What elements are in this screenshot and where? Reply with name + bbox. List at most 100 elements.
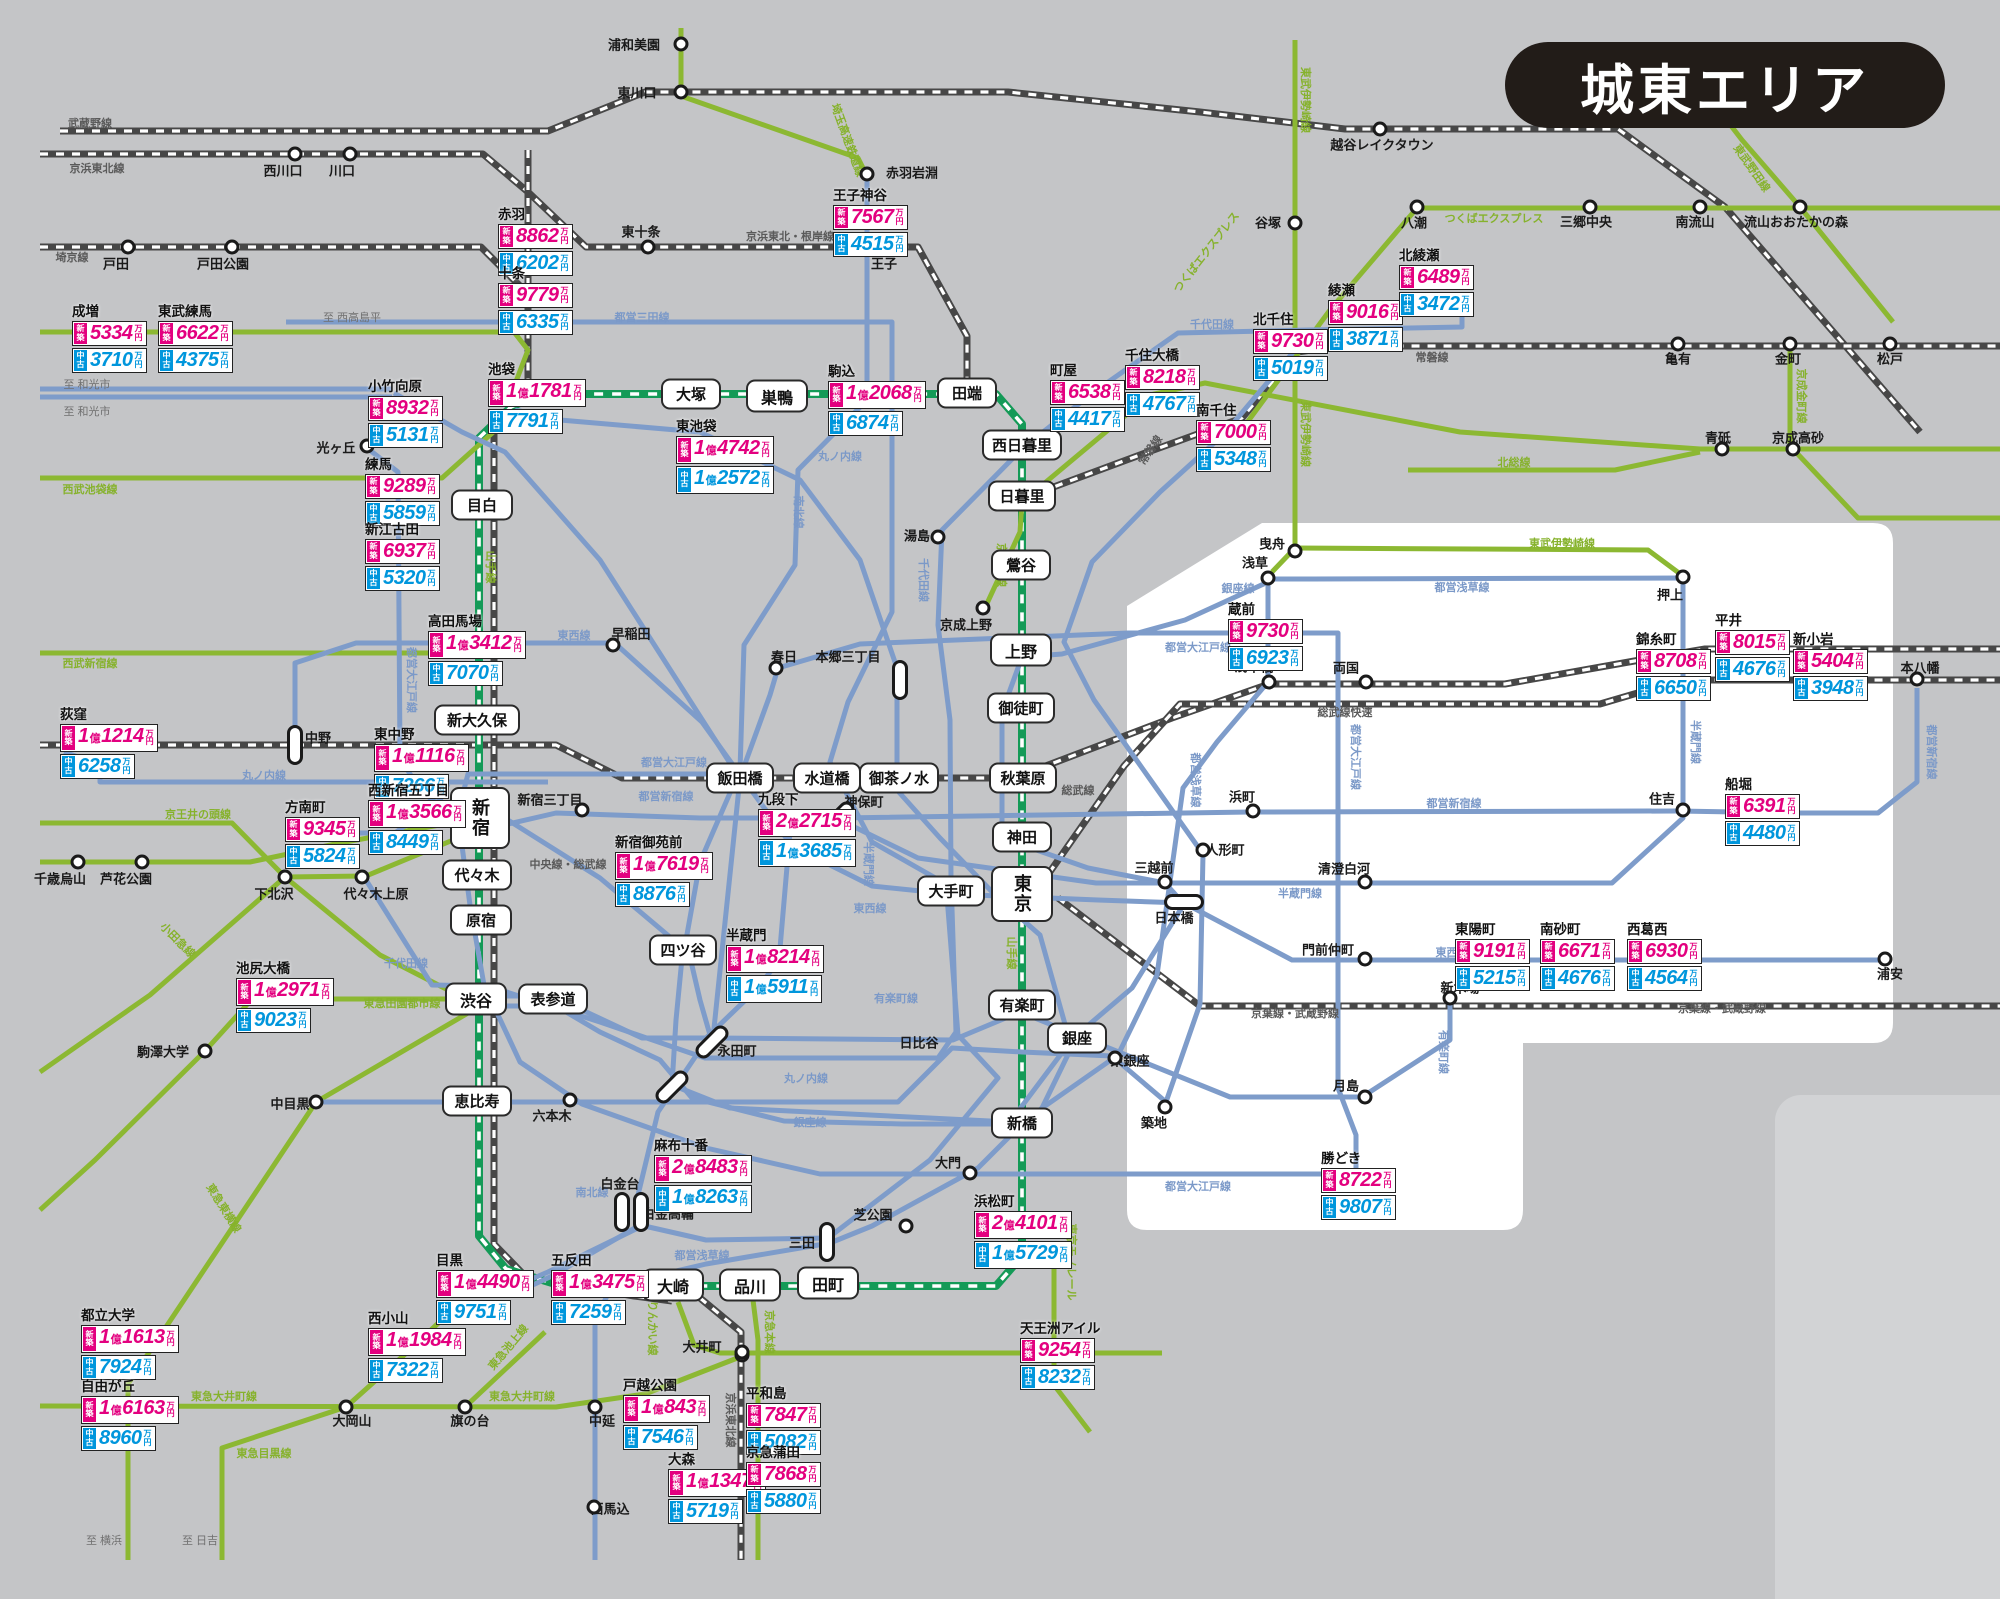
station-circle [1409, 199, 1425, 215]
station-name: 勝どき [1321, 1151, 1362, 1166]
condition-tag: 新築 [625, 1397, 638, 1421]
price-unit: 万円 [1777, 660, 1786, 678]
condition-tag: 中古 [370, 1360, 383, 1381]
price-used: 4767 [1143, 393, 1186, 415]
condition-tag: 中古 [670, 1501, 683, 1522]
line-name-label: 都営浅草線 [1434, 582, 1490, 594]
line-name-label: 京葉線・武蔵野線 [1678, 1003, 1766, 1015]
station-circle [768, 660, 784, 676]
price-unit: 万円 [456, 748, 465, 766]
station-circle [457, 1399, 473, 1415]
price-unit: 万円 [560, 227, 569, 245]
condition-tag: 新築 [748, 1405, 761, 1426]
price-unit: 万円 [498, 1303, 507, 1321]
condition-tag: 新築 [1127, 367, 1140, 388]
price-unit: 万円 [430, 399, 439, 417]
price-unit: 万円 [1112, 410, 1121, 428]
price-used: 4417 [1068, 408, 1111, 430]
price-new: 6622 [176, 322, 219, 344]
price-unit: 万円 [1461, 268, 1470, 286]
price-new: 6671 [1558, 940, 1601, 962]
price-unit: 万円 [573, 383, 582, 401]
station-circle [120, 239, 136, 255]
station-name-label: 金町 [1774, 351, 1802, 367]
station-circle [1714, 441, 1730, 457]
price-used: 4676 [1733, 658, 1776, 680]
condition-tag: 新築 [438, 1272, 451, 1296]
price-unit: 万円 [430, 426, 439, 444]
condition-tag: 中古 [553, 1302, 566, 1323]
station-circle [1357, 874, 1373, 890]
line-name-label: 都営新宿線 [638, 791, 694, 803]
condition-tag: 中古 [1198, 449, 1211, 470]
price-unit: 万円 [1517, 942, 1526, 960]
line-name-label: つくばエクスプレス [1444, 213, 1544, 225]
station-box: 日暮里 [988, 480, 1056, 512]
condition-tag: 新築 [1230, 621, 1243, 642]
price-unit: 万円 [761, 470, 770, 488]
condition-tag: 新築 [1457, 941, 1470, 962]
station-name-label: 京成高砂 [1771, 430, 1825, 446]
condition-tag: 中古 [430, 663, 443, 684]
condition-tag: 新築 [367, 541, 380, 562]
jr-line-dash [1038, 678, 2000, 887]
station-name-label: 流山おおたかの森 [1743, 214, 1849, 230]
condition-tag: 中古 [625, 1427, 638, 1448]
station-name-label: 王子 [870, 256, 898, 272]
station-circle [1792, 199, 1808, 215]
condition-tag: 中古 [728, 977, 741, 1001]
station-box: 品川 [719, 1268, 781, 1302]
condition-tag: 中古 [1401, 294, 1414, 315]
line-name-label: 東急目黒線 [236, 1448, 292, 1460]
private-line [40, 329, 531, 393]
price-unit: 万円 [808, 1433, 817, 1451]
private-line [1294, 545, 1685, 579]
line-name-label: 丸ノ内線 [784, 1073, 828, 1085]
condition-tag: 中古 [617, 884, 630, 905]
price-unit: 万円 [700, 856, 709, 874]
line-name-label: 都営新宿線 [1925, 724, 1937, 780]
station-name-label: 浅草 [1241, 555, 1269, 571]
condition-tag: 新築 [500, 226, 513, 247]
price-new: 6937 [383, 540, 426, 562]
station-capsule [892, 660, 908, 700]
line-name-label: 南北線 [792, 495, 804, 529]
station-circle [1260, 570, 1276, 586]
price-used: 5215 [1473, 967, 1516, 989]
condition-tag: 新築 [370, 802, 383, 826]
condition-tag: 中古 [656, 1187, 669, 1211]
condition-tag: 新築 [83, 1327, 96, 1351]
condition-tag: 新築 [287, 819, 300, 840]
station-circle [1442, 990, 1458, 1006]
station-circle [1372, 121, 1388, 137]
station-name: 平井 [1715, 613, 1742, 628]
condition-tag: 中古 [83, 1428, 96, 1449]
price-new: 1億6163 [99, 1397, 165, 1419]
station-capsule [1164, 894, 1204, 910]
price-unit: 万円 [166, 1329, 175, 1347]
station-box: 鶯谷 [991, 549, 1051, 581]
station-name-label: 戸田公園 [196, 256, 250, 272]
price-new: 1億1613 [99, 1326, 165, 1348]
price-unit: 万円 [490, 664, 499, 682]
price-new: 6489 [1417, 266, 1460, 288]
station-circle [1582, 199, 1598, 215]
